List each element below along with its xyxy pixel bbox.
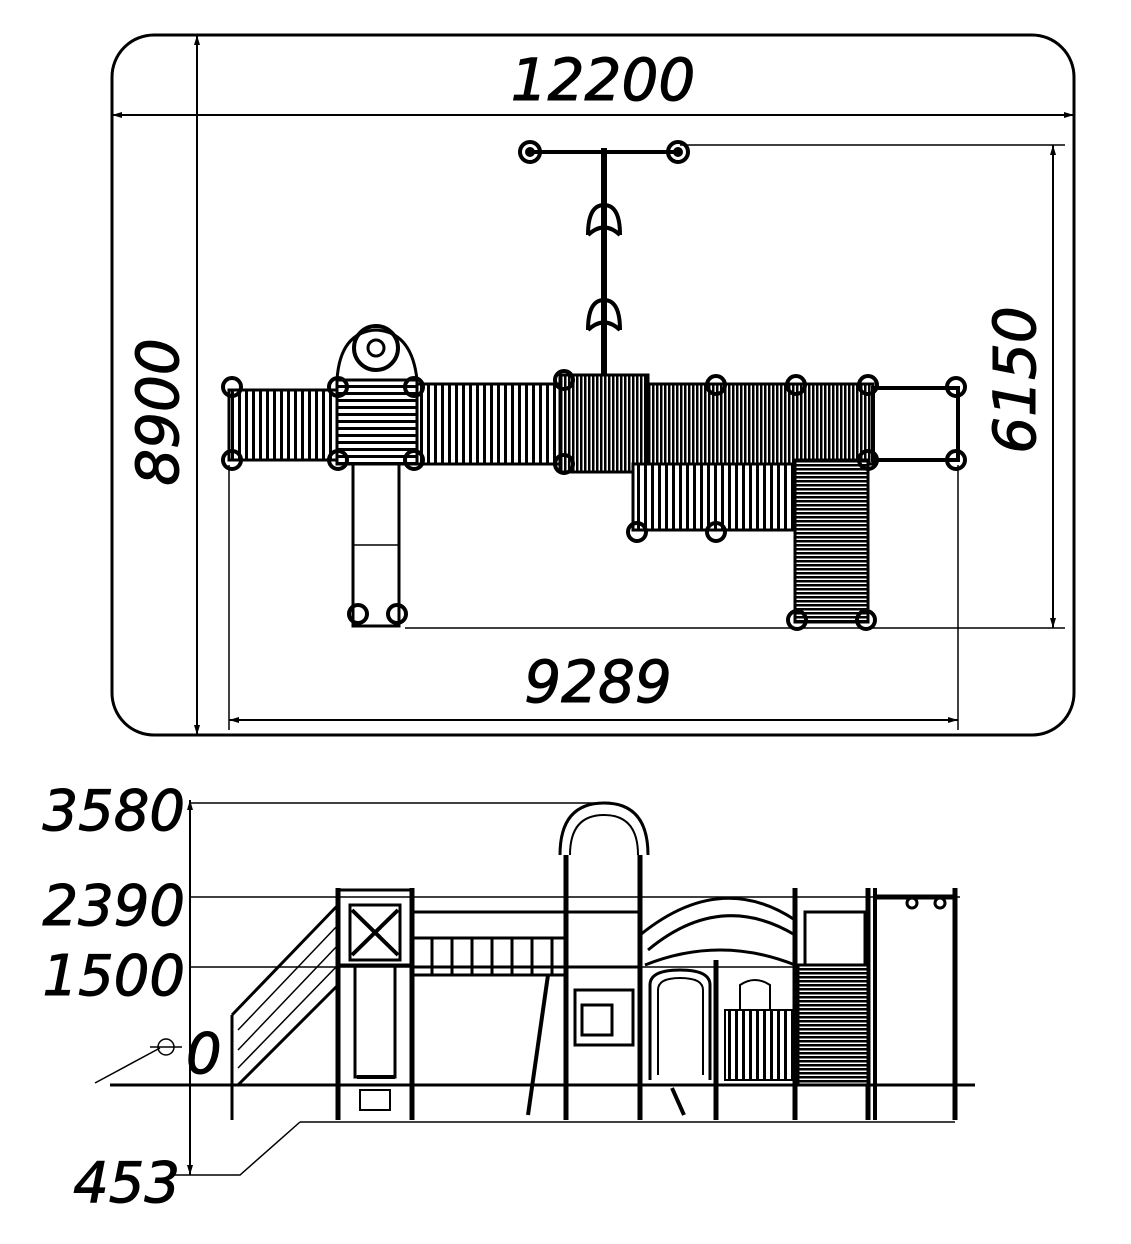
steering-wheel (352, 324, 400, 372)
tower-roof (335, 328, 419, 381)
level-foundation-value: 453 (73, 1151, 180, 1216)
right-tower-elevation (796, 888, 871, 1120)
foundation-leader (170, 1121, 301, 1176)
left-platform (227, 388, 339, 462)
right-deck-lower (631, 462, 800, 532)
level-roof-value: 2390 (42, 874, 185, 939)
swing-beam (518, 140, 690, 378)
level-top-value: 3580 (42, 779, 185, 844)
climbing-ramp (230, 903, 340, 1120)
overall-width-value: 8900 (124, 338, 192, 486)
right-deck-upper (646, 382, 875, 466)
right-frame (871, 386, 960, 462)
bridge-railing (410, 910, 569, 1116)
structure-depth-value: 6150 (981, 306, 1049, 454)
elevation-view: 3580 2390 1500 0 453 (42, 779, 975, 1217)
safety-zone-outline (110, 33, 1076, 737)
bridge (415, 382, 562, 466)
ground-leader (94, 1047, 161, 1084)
center-tower-elevation (558, 801, 650, 1120)
overall-length-value: 12200 (511, 46, 696, 114)
right-frame-elevation (873, 888, 958, 1120)
curved-roof (639, 888, 798, 1120)
level-deck-value: 1500 (42, 944, 185, 1009)
center-tower (558, 373, 650, 474)
support-posts (221, 369, 967, 631)
structure-length-value: 9289 (524, 648, 672, 716)
plan-view: 12200 8900 6150 9289 (110, 33, 1076, 737)
level-ground-value: 0 (186, 1022, 222, 1087)
stair-block (793, 458, 870, 624)
